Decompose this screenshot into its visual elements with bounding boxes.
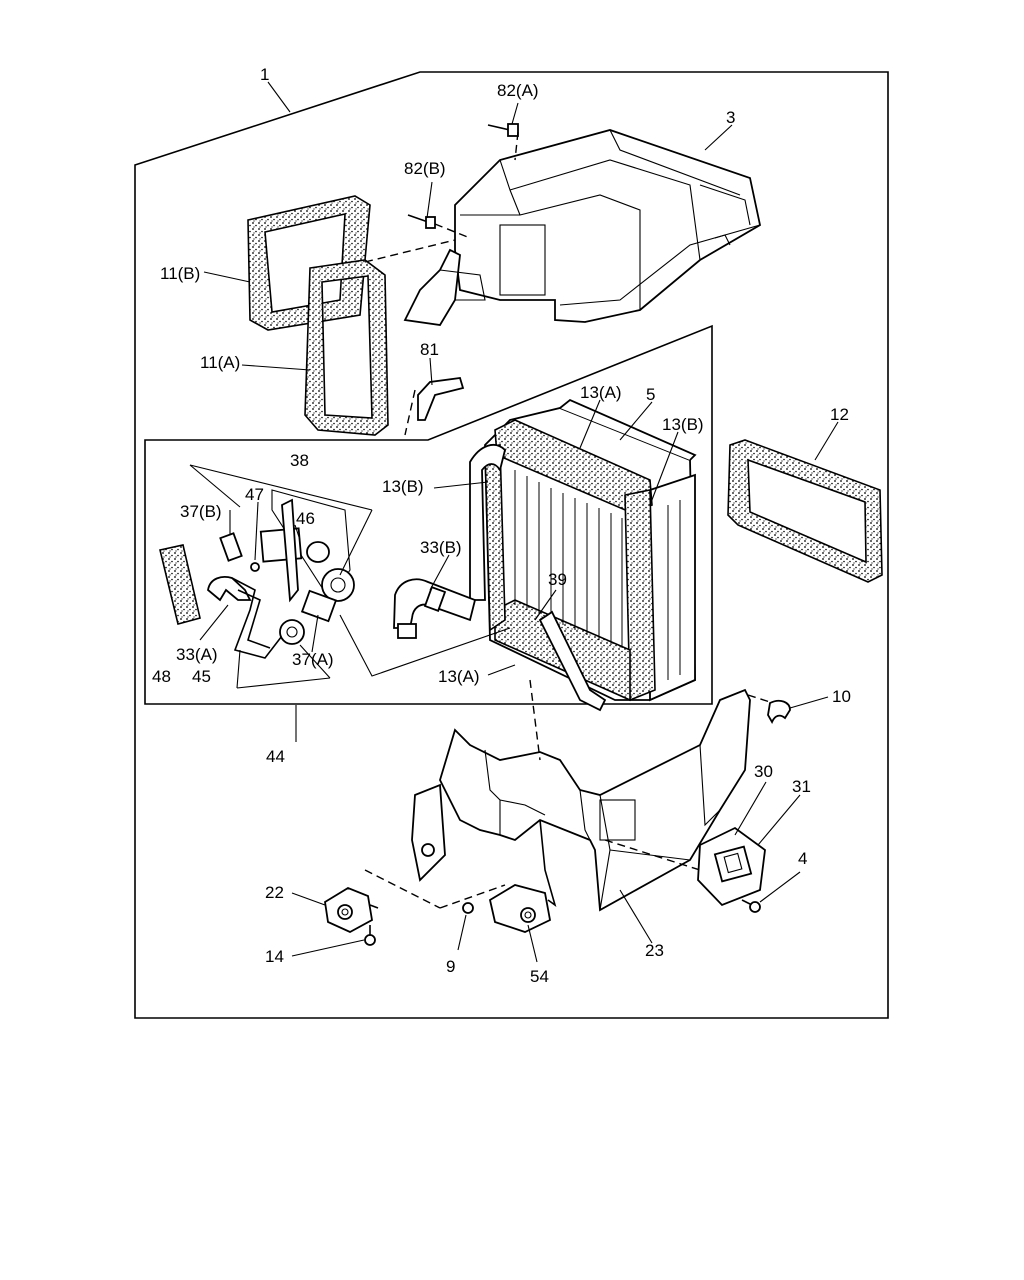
callout-82a: 82(A) bbox=[497, 81, 539, 100]
lower-case bbox=[411, 688, 751, 912]
screw-82a bbox=[487, 123, 519, 137]
callout-11a: 11(A) bbox=[200, 353, 240, 372]
resistor-30 bbox=[697, 826, 766, 907]
callout-46: 46 bbox=[296, 509, 315, 528]
evaporator-fins bbox=[514, 470, 681, 680]
clip-81 bbox=[417, 377, 465, 421]
pipe-33b bbox=[393, 578, 477, 639]
callout-45: 45 bbox=[192, 667, 211, 686]
callout-14: 14 bbox=[265, 947, 284, 966]
callout-13a-top: 13(A) bbox=[580, 383, 622, 402]
gasket-11a bbox=[304, 259, 389, 436]
gasket-12 bbox=[727, 439, 883, 583]
callout-11b: 11(B) bbox=[160, 264, 200, 283]
seal-48 bbox=[159, 544, 201, 625]
callout-33b: 33(B) bbox=[420, 538, 462, 557]
callout-82b: 82(B) bbox=[404, 159, 446, 178]
valve-37b bbox=[219, 532, 243, 562]
evaporator-core bbox=[469, 398, 697, 712]
clip-10 bbox=[767, 699, 791, 725]
screw-4 bbox=[741, 899, 761, 913]
assembly-boundary bbox=[134, 71, 889, 1019]
callout-10: 10 bbox=[832, 687, 851, 706]
callout-33a: 33(A) bbox=[176, 645, 218, 664]
upper-case bbox=[454, 129, 762, 323]
callout-39: 39 bbox=[548, 570, 567, 589]
screw-9 bbox=[462, 902, 474, 914]
callout-31: 31 bbox=[792, 777, 811, 796]
callout-54: 54 bbox=[530, 967, 549, 986]
callout-44: 44 bbox=[266, 747, 285, 766]
callout-1: 1 bbox=[260, 65, 269, 84]
callout-4: 4 bbox=[798, 849, 807, 868]
callout-12: 12 bbox=[830, 405, 849, 424]
pipe-33a bbox=[207, 576, 305, 659]
evaporator-subassembly-boundary bbox=[144, 324, 713, 705]
callout-3: 3 bbox=[726, 108, 735, 127]
leader-lines bbox=[199, 81, 839, 963]
screw-14 bbox=[364, 925, 376, 946]
relay-54 bbox=[488, 819, 557, 933]
expansion-valve bbox=[250, 489, 355, 623]
callout-5: 5 bbox=[646, 385, 655, 404]
callout-37b: 37(B) bbox=[180, 502, 222, 521]
callout-81: 81 bbox=[420, 340, 439, 359]
callout-38: 38 bbox=[290, 451, 309, 470]
callout-23: 23 bbox=[645, 941, 664, 960]
callout-13a-bottom: 13(A) bbox=[438, 667, 480, 686]
callout-13b-left: 13(B) bbox=[382, 477, 424, 496]
screw-82b bbox=[407, 214, 436, 229]
callout-22: 22 bbox=[265, 883, 284, 902]
callout-47: 47 bbox=[245, 485, 264, 504]
thermo-switch-22 bbox=[324, 886, 379, 934]
callout-9: 9 bbox=[446, 957, 455, 976]
callout-48: 48 bbox=[152, 667, 171, 686]
callout-13b-right: 13(B) bbox=[662, 415, 704, 434]
upper-case-bracket bbox=[403, 248, 461, 326]
callout-30: 30 bbox=[754, 762, 773, 781]
callout-37a: 37(A) bbox=[292, 650, 334, 669]
